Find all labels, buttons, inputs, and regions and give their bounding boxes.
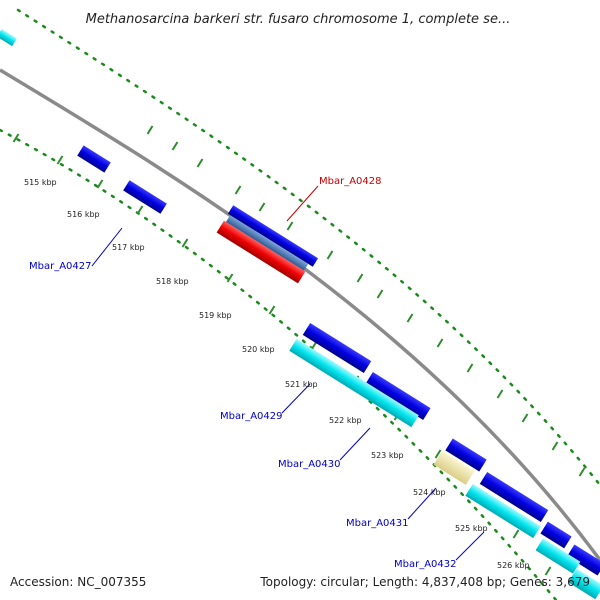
tick-mark	[376, 289, 384, 299]
outer-dotted-track	[16, 8, 600, 487]
tick-label: 522 kbp	[329, 416, 362, 425]
gene-labels: Mbar_A0428 Mbar_A0427 Mbar_A0429 Mbar_A0…	[29, 176, 485, 570]
gene-arrow-reverse-528[interactable]	[568, 568, 600, 600]
tick-mark	[356, 273, 364, 283]
tick-mark	[268, 305, 276, 315]
gene-arrow-a0428[interactable]	[227, 205, 319, 267]
tick-mark	[181, 238, 189, 248]
gene-label-a0431[interactable]: Mbar_A0431	[346, 518, 409, 529]
tick-label: 520 kbp	[242, 345, 275, 354]
tick-mark	[226, 273, 234, 283]
gene-label-a0430[interactable]: Mbar_A0430	[278, 459, 341, 470]
leader-line-a0428	[286, 185, 319, 222]
tick-label: 523 kbp	[371, 451, 404, 460]
chromosome-backbone	[0, 68, 600, 562]
tick-label: 526 kbp	[497, 561, 530, 570]
gene-arrow-reverse-525[interactable]	[465, 483, 541, 539]
tick-mark	[171, 141, 179, 151]
tick-mark	[551, 441, 559, 451]
tick-mark	[196, 158, 204, 168]
gene-arrow-forward-520[interactable]	[302, 322, 372, 374]
gene-arrow-a0427[interactable]	[123, 180, 167, 214]
gene-blocks	[0, 28, 600, 600]
tick-mark	[136, 205, 144, 215]
tick-mark	[96, 179, 104, 189]
tick-labels: 515 kbp 516 kbp 517 kbp 518 kbp 519 kbp 520 k…	[24, 178, 530, 570]
genome-summary-text: Topology: circular; Length: 4,837,408 bp…	[259, 575, 590, 589]
gene-highlight-a0428[interactable]	[216, 220, 306, 284]
tick-label: 515 kbp	[24, 178, 57, 187]
tick-mark	[406, 313, 414, 323]
tick-mark	[521, 413, 529, 423]
tick-label: 516 kbp	[67, 210, 100, 219]
tick-mark	[234, 185, 242, 195]
accession-text: Accession: NC_007355	[10, 575, 146, 589]
tick-mark	[496, 389, 504, 399]
gene-arrow-a0431[interactable]	[433, 451, 475, 485]
gene-label-a0429[interactable]: Mbar_A0429	[220, 411, 283, 422]
gene-feature-a0428[interactable]	[225, 215, 309, 271]
gene-arrow-forward-522[interactable]	[365, 372, 431, 420]
tick-mark	[466, 363, 474, 373]
leader-line-a0430	[339, 427, 371, 461]
tick-mark	[286, 221, 294, 231]
tick-mark	[258, 202, 266, 212]
leader-line-a0432	[455, 531, 485, 561]
gene-arrow-a0426[interactable]	[77, 145, 111, 173]
leader-line-a0431	[407, 487, 437, 520]
tick-label: 517 kbp	[112, 243, 145, 252]
tick-mark	[512, 529, 520, 539]
dotted-tracks	[0, 8, 600, 600]
tick-mark	[544, 566, 552, 576]
tick-mark	[578, 467, 586, 477]
tick-label: 525 kbp	[455, 524, 488, 533]
gene-arrow-forward-527[interactable]	[567, 544, 600, 576]
map-title: Methanosarcina barkeri str. fusaro chrom…	[86, 12, 511, 27]
tick-label: 518 kbp	[156, 277, 189, 286]
tick-mark	[436, 338, 444, 348]
tick-mark	[326, 250, 334, 260]
gene-label-a0427[interactable]: Mbar_A0427	[29, 261, 92, 272]
gene-arrow-a0429[interactable]	[289, 338, 419, 428]
gene-arrow-reverse-527[interactable]	[535, 538, 581, 574]
tick-label: 519 kbp	[199, 311, 232, 320]
gene-label-a0428[interactable]: Mbar_A0428	[319, 176, 382, 187]
tick-mark	[146, 125, 154, 135]
leader-line-a0427	[91, 227, 123, 267]
gene-arrow-forward-525[interactable]	[479, 471, 549, 523]
gene-arrow-prev-reverse[interactable]	[0, 28, 17, 47]
gene-arrow-forward-526[interactable]	[540, 521, 572, 549]
tick-mark	[56, 155, 64, 165]
gene-label-a0432[interactable]: Mbar_A0432	[394, 559, 457, 570]
tick-label: 524 kbp	[413, 488, 446, 497]
leader-line-a0429	[281, 383, 311, 414]
tick-label: 521 kbp	[285, 380, 318, 389]
gene-arrow-forward-524[interactable]	[445, 438, 487, 472]
tick-mark	[12, 133, 20, 143]
tick-mark	[434, 449, 442, 459]
